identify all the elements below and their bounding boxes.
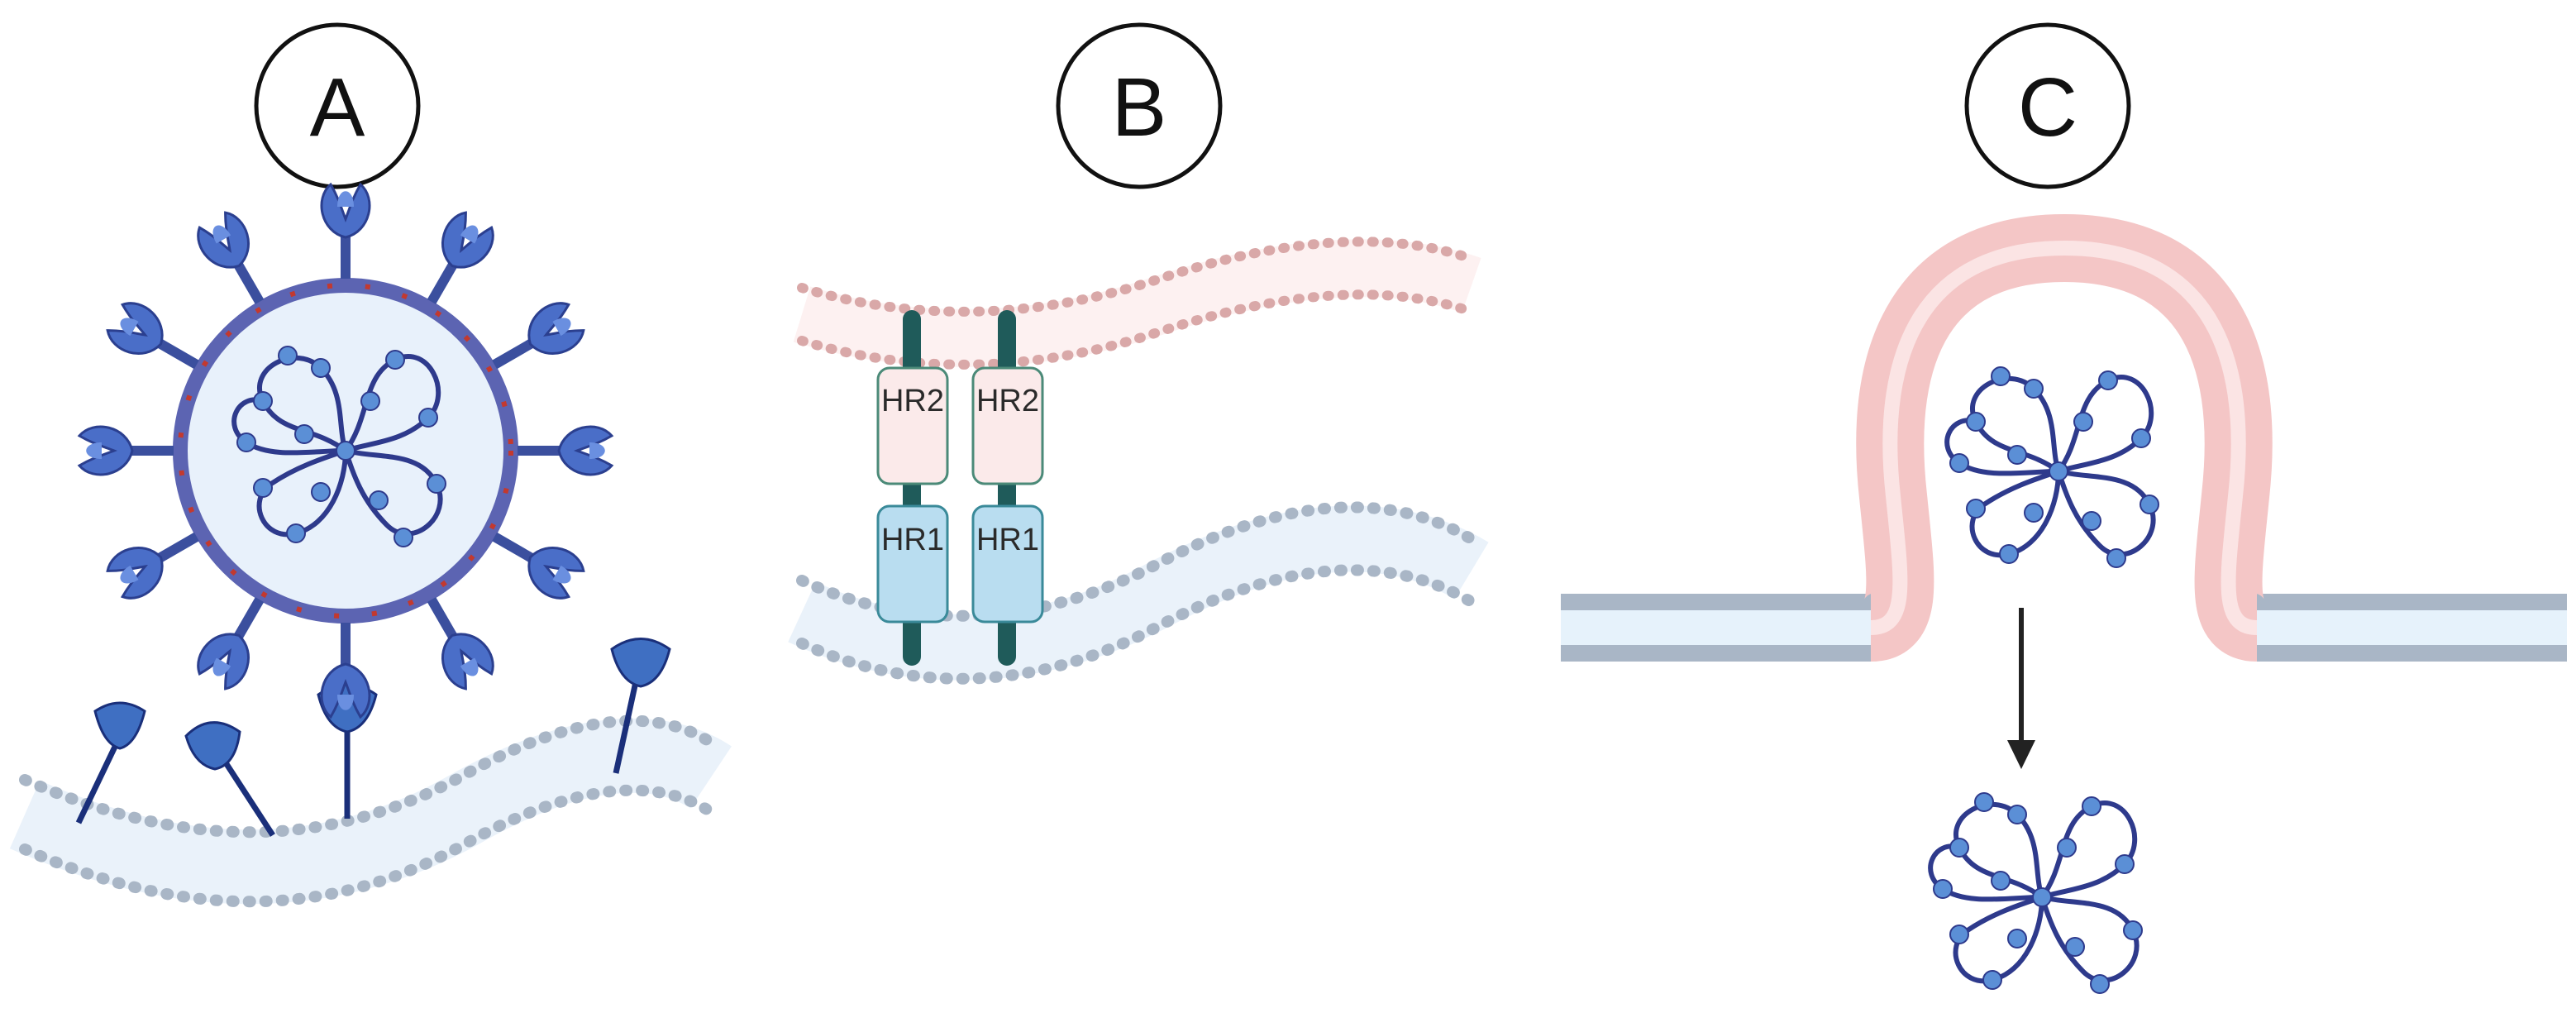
s2-subunit-right: HR2 HR1: [971, 310, 1044, 666]
spike-protein: [197, 211, 265, 304]
panel-b: B HR2 HR1 HR2 HR1: [788, 22, 1489, 685]
virion: [77, 182, 614, 719]
viral-genome-in-vesicle: [1947, 367, 2159, 567]
panel-c-label: C: [2018, 61, 2077, 154]
spike-protein: [427, 597, 494, 690]
spike-protein: [320, 623, 371, 719]
fused-membrane: [1561, 213, 2567, 662]
hr2-domain: [876, 366, 949, 485]
host-membrane-a: [9, 714, 732, 908]
ace2-receptors: [75, 638, 671, 837]
spike-protein: [197, 597, 265, 690]
hr1-label: HR1: [881, 523, 944, 557]
spike-protein: [106, 302, 199, 370]
spike-protein: [427, 211, 494, 304]
hr1-label: HR1: [976, 523, 1039, 557]
spike-protein: [492, 302, 585, 370]
spike-proteins: [77, 182, 614, 719]
hr2-label: HR2: [976, 384, 1039, 418]
hr2-label: HR2: [881, 384, 944, 418]
panel-b-badge: [1056, 22, 1223, 189]
released-viral-genome: [1930, 793, 2142, 993]
panel-c-badge: [1964, 22, 2131, 189]
spike-protein: [106, 532, 199, 600]
spike-protein: [492, 532, 585, 600]
release-arrow: [2007, 608, 2035, 769]
panel-a: A: [9, 22, 732, 908]
panel-c: C: [1561, 22, 2567, 993]
panel-b-label: B: [1112, 61, 1167, 154]
hr2-domain: [971, 366, 1044, 485]
viral-membrane-b: [793, 237, 1481, 370]
hr1-domain: [876, 504, 949, 624]
panel-a-label: A: [310, 61, 365, 154]
s2-subunit-left: HR2 HR1: [876, 310, 949, 666]
spike-protein: [320, 182, 371, 279]
panel-a-badge: [254, 22, 421, 189]
spike-protein: [77, 425, 174, 476]
hr1-domain: [971, 504, 1044, 624]
spike-protein: [518, 425, 614, 476]
